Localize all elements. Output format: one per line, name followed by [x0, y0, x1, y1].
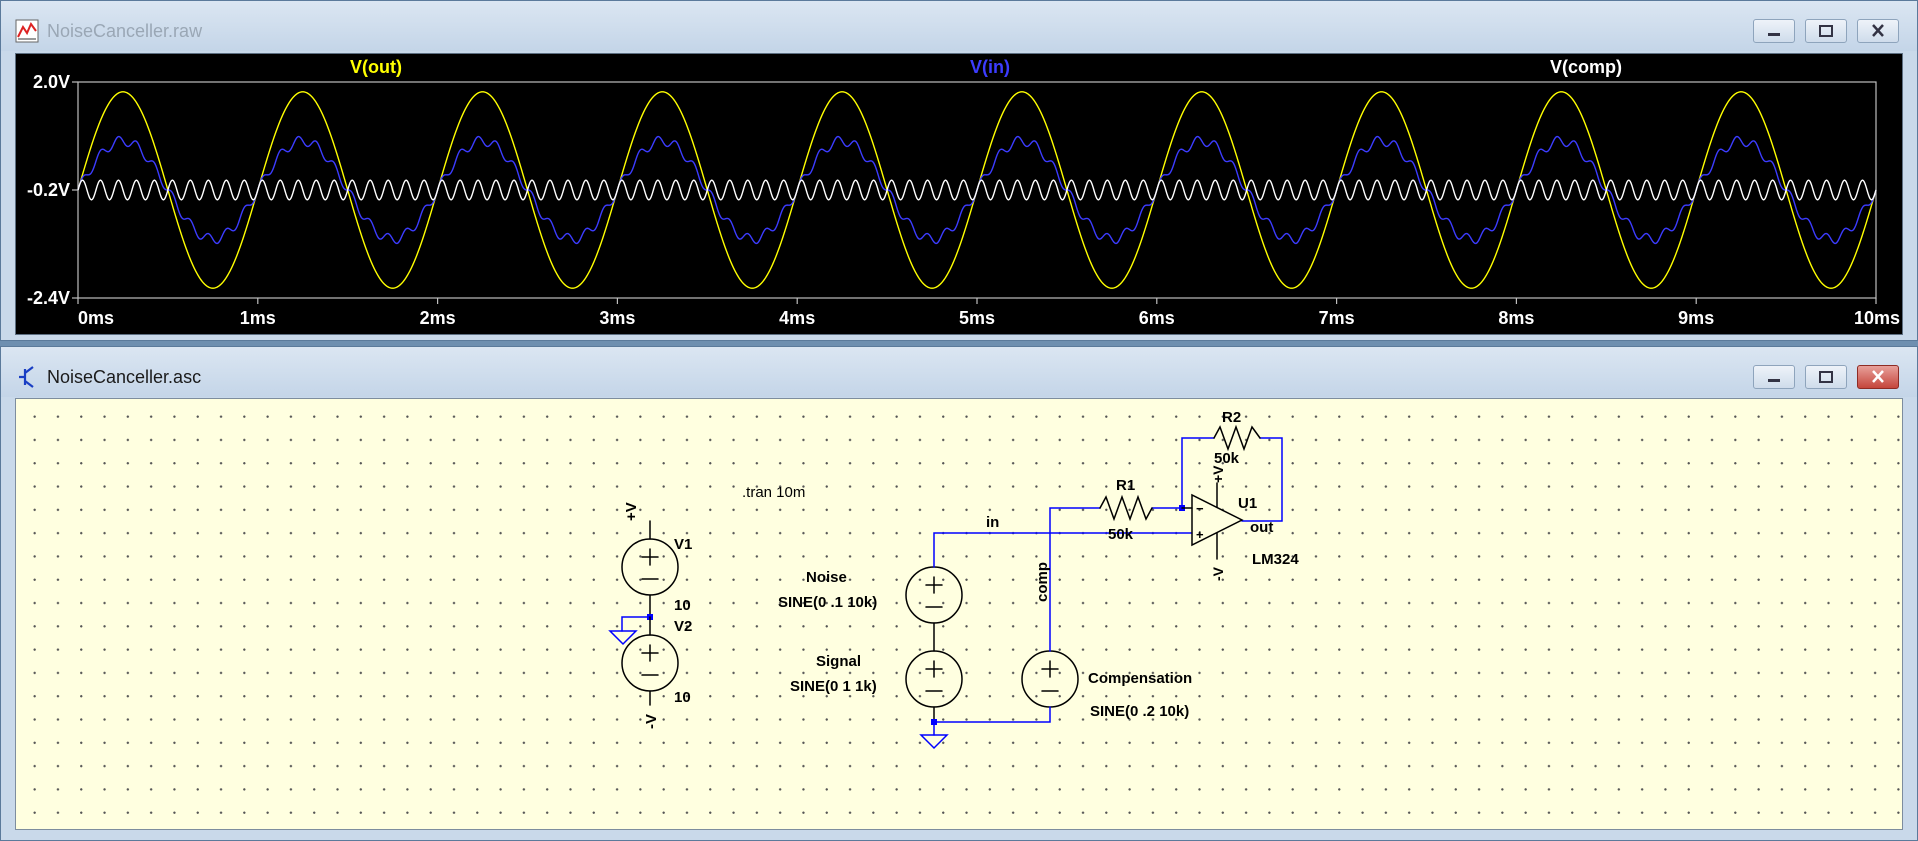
- svg-text:+: +: [1196, 527, 1204, 542]
- signal-value: SINE(0 1 1k): [790, 678, 877, 695]
- V2-name: V2: [674, 618, 692, 635]
- close-icon: [1872, 24, 1884, 37]
- x-tick-label: 3ms: [599, 308, 635, 328]
- signal-name: Signal: [816, 653, 861, 670]
- R1-name: R1: [1116, 477, 1135, 494]
- ground-symbol-signal: [919, 734, 949, 750]
- voltage-source-symbol: [621, 634, 679, 692]
- waveform-chart: 2.0V -0.2V -2.4V 0ms 1ms 2ms 3ms 4ms 5ms 6ms 7ms 8…: [27, 57, 1900, 328]
- net-label-pos-v: +V: [623, 502, 640, 521]
- x-tick-label: 5ms: [959, 308, 995, 328]
- U1-pos-supply: +V: [1210, 465, 1226, 483]
- minimize-button[interactable]: [1753, 365, 1795, 389]
- schematic-canvas[interactable]: .tran 10m +V V1 10 V2: [15, 398, 1903, 830]
- schematic-titlebar[interactable]: NoiseCanceller.asc: [1, 347, 1917, 397]
- V2-value: 10: [674, 689, 691, 706]
- minimize-icon: [1768, 379, 1780, 382]
- x-tick-label: 1ms: [240, 308, 276, 328]
- noise-name: Noise: [806, 569, 847, 586]
- close-icon: [1872, 370, 1884, 383]
- compensation-value: SINE(0 .2 10k): [1090, 703, 1189, 720]
- voltage-source-symbol: [621, 538, 679, 596]
- waveform-titlebar[interactable]: NoiseCanceller.raw: [1, 1, 1917, 51]
- supply-V1[interactable]: +V V1 10: [621, 502, 692, 618]
- minimize-button[interactable]: [1753, 19, 1795, 43]
- R2-name: R2: [1222, 409, 1241, 426]
- schematic-window: NoiseCanceller.asc .tran 10m +V V1 10: [0, 346, 1918, 841]
- x-tick-label: 7ms: [1319, 308, 1355, 328]
- R1-value: 50k: [1108, 526, 1134, 543]
- x-tick-label: 6ms: [1139, 308, 1175, 328]
- waveform-plot[interactable]: 2.0V -0.2V -2.4V 0ms 1ms 2ms 3ms 4ms 5ms 6ms 7ms 8…: [15, 53, 1903, 335]
- opamp-U1[interactable]: − + +V -V U1 LM324: [1181, 465, 1299, 581]
- y-tick-label: -2.4V: [27, 288, 70, 308]
- V1-value: 10: [674, 597, 691, 614]
- resistor-R2[interactable]: R2 50k: [1213, 409, 1261, 467]
- U1-model: LM324: [1252, 551, 1299, 568]
- y-tick-label: 2.0V: [33, 72, 70, 92]
- y-tick-label: -0.2V: [27, 180, 70, 200]
- trace-comp[interactable]: [77, 179, 1877, 201]
- source-compensation[interactable]: Compensation SINE(0 .2 10k): [1021, 650, 1192, 720]
- maximize-button[interactable]: [1805, 365, 1847, 389]
- net-label-neg-v: -V: [643, 714, 660, 729]
- wires: [933, 437, 1283, 736]
- close-button[interactable]: [1857, 365, 1899, 389]
- legend-entry[interactable]: V(comp): [1550, 57, 1622, 77]
- svg-text:−: −: [1196, 501, 1204, 516]
- waveform-icon: [15, 19, 39, 43]
- junction-dot: [931, 719, 937, 725]
- supply-V2[interactable]: V2 10 -V: [621, 616, 692, 729]
- source-noise[interactable]: Noise SINE(0 .1 10k): [778, 566, 963, 624]
- waveform-window-title: NoiseCanceller.raw: [47, 21, 203, 41]
- restore-icon: [1819, 371, 1833, 383]
- ground-symbol-supply: [608, 614, 653, 646]
- source-signal[interactable]: Signal SINE(0 1 1k): [790, 622, 963, 723]
- U1-name: U1: [1238, 495, 1257, 512]
- legend-entry[interactable]: V(in): [970, 57, 1010, 77]
- V1-name: V1: [674, 536, 692, 553]
- restore-icon: [1819, 25, 1833, 37]
- net-label-out: out: [1250, 519, 1273, 536]
- close-button[interactable]: [1857, 19, 1899, 43]
- x-tick-label: 8ms: [1498, 308, 1534, 328]
- legend-entry[interactable]: V(out): [350, 57, 402, 77]
- x-tick-label: 0ms: [78, 308, 114, 328]
- tran-directive[interactable]: .tran 10m: [742, 484, 805, 501]
- net-label-comp: comp: [1034, 562, 1051, 602]
- schematic-window-title: NoiseCanceller.asc: [47, 367, 202, 387]
- x-tick-label: 10ms: [1854, 308, 1900, 328]
- schematic-icon: [19, 366, 34, 388]
- schematic-drawing: .tran 10m +V V1 10 V2: [608, 409, 1299, 750]
- x-tick-label: 9ms: [1678, 308, 1714, 328]
- U1-neg-supply: -V: [1210, 566, 1226, 581]
- minimize-icon: [1768, 33, 1780, 36]
- net-label-in: in: [986, 514, 999, 531]
- R2-value: 50k: [1214, 450, 1240, 467]
- maximize-button[interactable]: [1805, 19, 1847, 43]
- compensation-name: Compensation: [1088, 670, 1192, 687]
- noise-value: SINE(0 .1 10k): [778, 594, 877, 611]
- x-tick-label: 4ms: [779, 308, 815, 328]
- x-tick-label: 2ms: [420, 308, 456, 328]
- waveform-window: NoiseCanceller.raw 2.0V -0.2V -2.4V 0ms 1ms…: [0, 0, 1918, 341]
- resistor-R1[interactable]: R1 50k: [1099, 477, 1153, 543]
